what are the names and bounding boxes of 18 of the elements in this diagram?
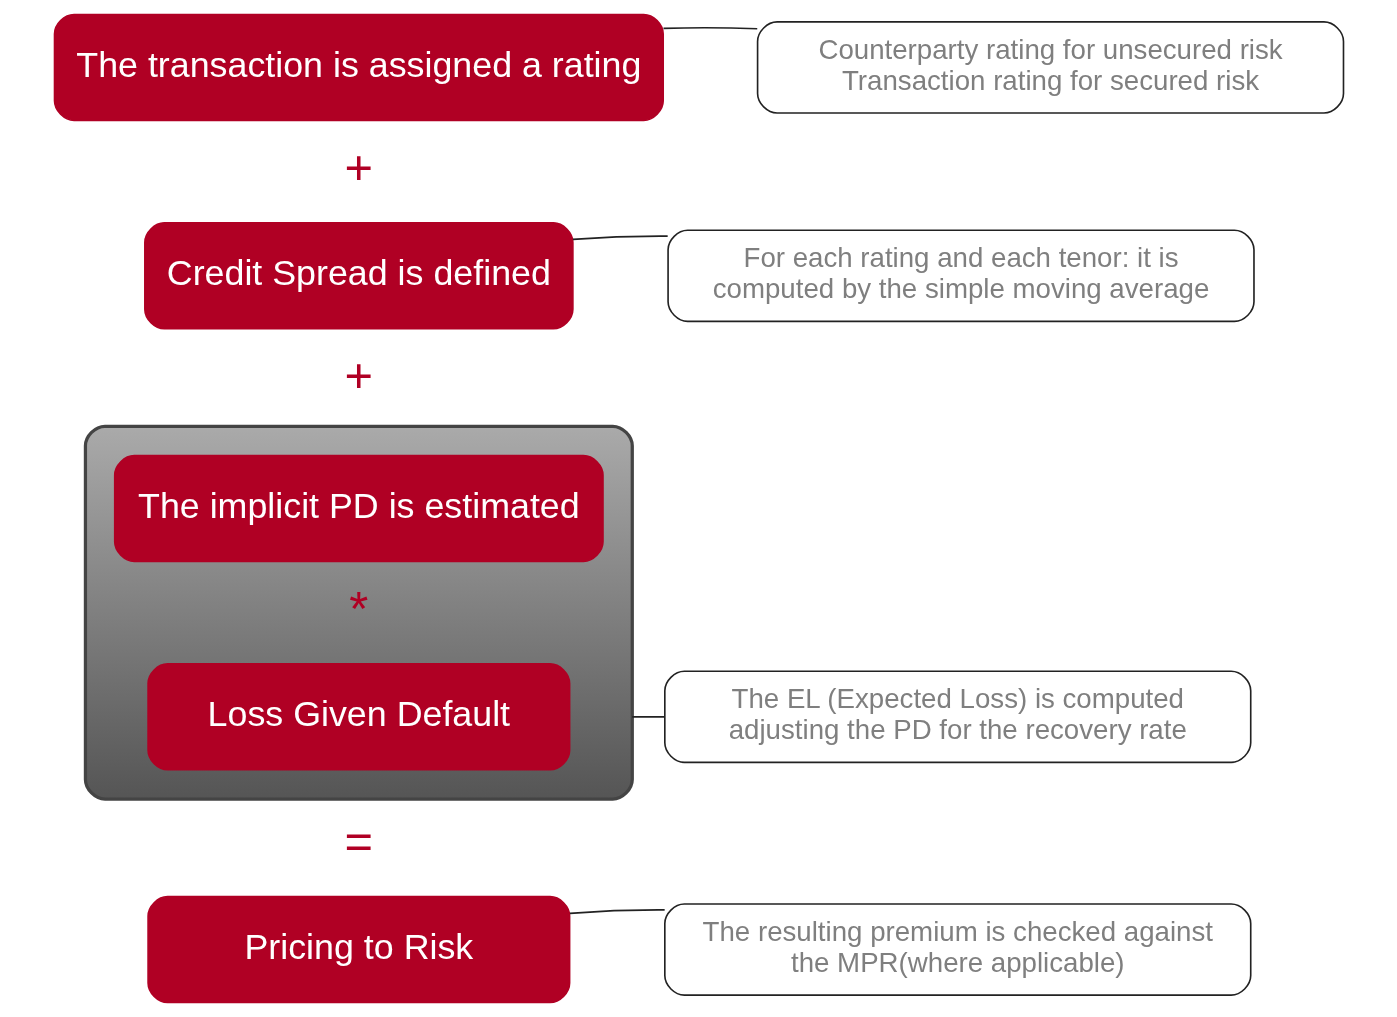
node-box: Loss Given Default <box>146 663 570 771</box>
node-box: Credit Spread is defined <box>143 222 574 330</box>
node-box: The resulting premium is checked against the MPR(where applicable) <box>663 903 1252 996</box>
cluster <box>83 424 634 801</box>
label: = <box>344 813 373 868</box>
connector <box>571 235 668 241</box>
node-box: The implicit PD is estimated <box>113 454 604 563</box>
node-box: Counterparty rating for unsecured risk Transaction rating for secured risk <box>756 21 1344 114</box>
connector <box>630 716 665 718</box>
connector <box>662 26 758 30</box>
label: * <box>348 580 368 635</box>
label: + <box>344 348 373 403</box>
label: + <box>344 139 373 194</box>
connector <box>568 909 665 915</box>
node-box: Pricing to Risk <box>146 895 570 1004</box>
node-box: The EL (Expected Loss) is computed adjusting the PD for the recovery rate <box>663 670 1252 764</box>
node-box: The transaction is assigned a rating <box>53 13 664 122</box>
node-box: For each rating and each tenor: it is computed by the simple moving average <box>666 229 1255 323</box>
